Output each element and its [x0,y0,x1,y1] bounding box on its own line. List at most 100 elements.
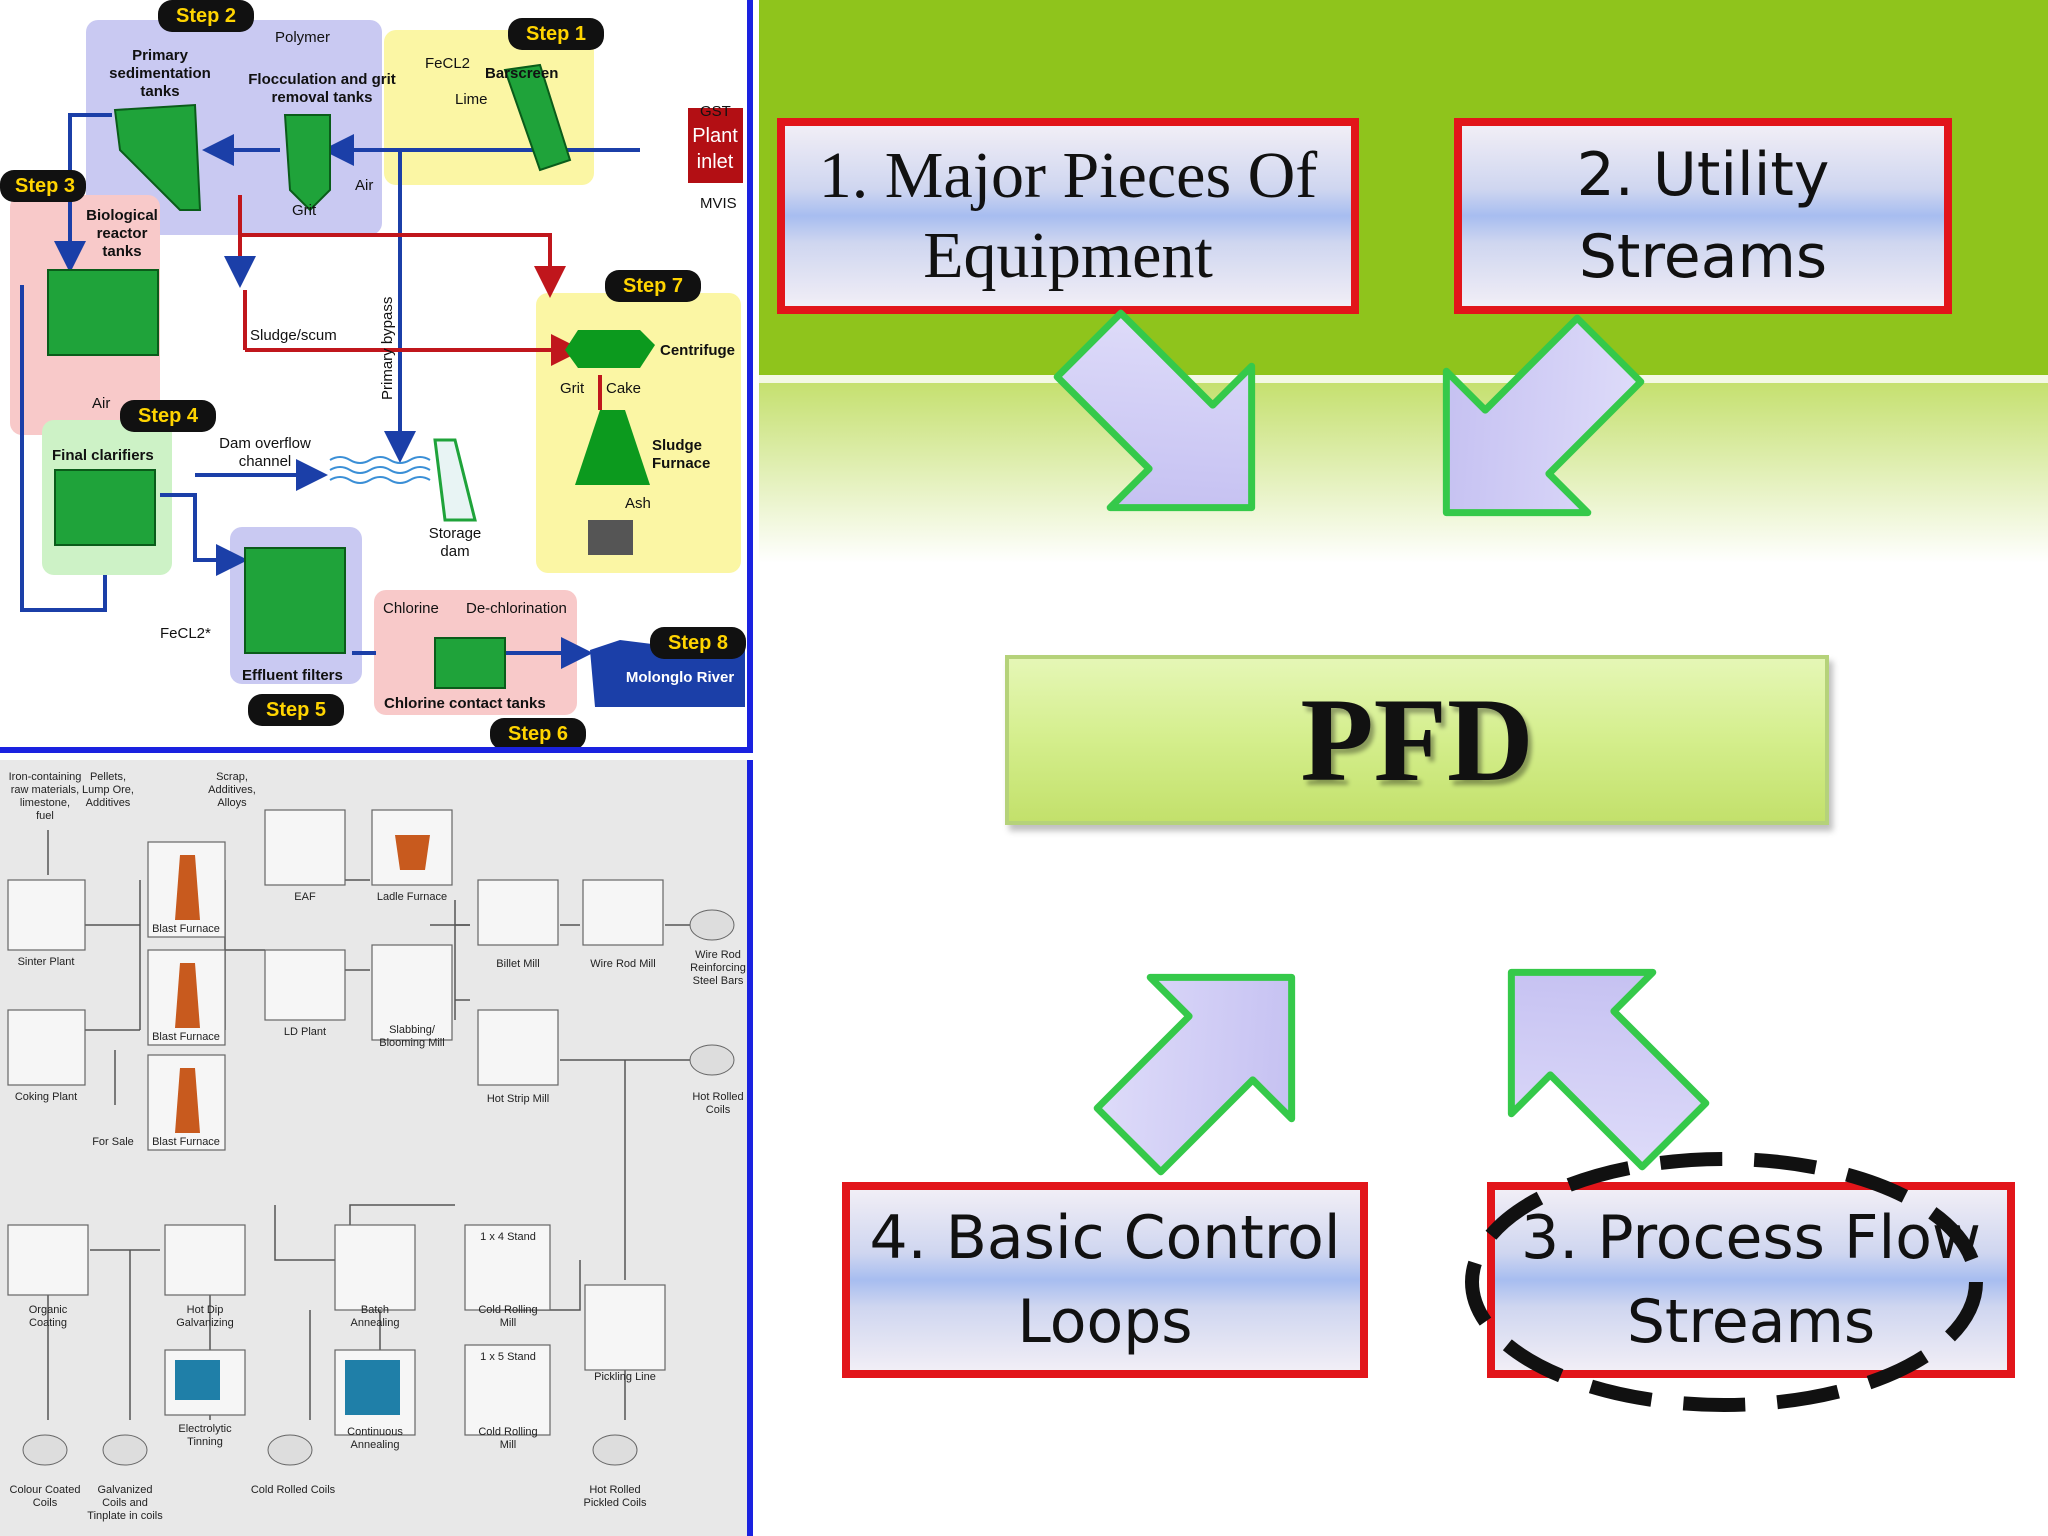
crm2-label-2: Mill [500,1439,517,1451]
sludge-furnace-label-1: Sludge [652,437,702,454]
control-loops-box: 4. Basic Control Loops [842,1182,1368,1378]
fecl2-label: FeCL2 [425,55,470,72]
coking-label: Coking Plant [15,1091,77,1103]
bio-label-3: tanks [102,243,141,260]
arrow-down-left-icon [1442,314,1645,517]
ld-plant-box [264,949,346,1021]
bio-reactor [47,269,159,356]
step5-label: Step 5 [266,699,326,721]
storage-dam-label-2: dam [440,543,469,560]
step2-label: Step 2 [176,5,236,27]
control-loops-line2: Loops [1017,1287,1193,1357]
wirerod-out-2: Reinforcing [690,962,746,974]
hrc-label-1: Hot Rolled [692,1091,743,1103]
batch-label-2: Annealing [351,1317,400,1329]
electro-label-1: Electrolytic [178,1423,232,1435]
pfd-slide: 1. Major Pieces Of Equipment 2. Utility … [759,0,2048,1536]
steel-plant-flow-diagram: Iron-containing raw materials, limestone… [0,760,753,1536]
fecl2-star-label: FeCL2* [160,625,211,642]
organic-label-2: Coating [29,1317,67,1329]
floc-label-1: Flocculation and grit [248,71,396,88]
dam-overflow-label-1: Dam overflow [219,435,311,452]
hot-dip-box [164,1224,246,1296]
step4-label: Step 4 [138,405,199,427]
input2-line2: Lump Ore, [82,784,134,796]
chlorine-tank [434,637,506,689]
step1-label: Step 1 [526,23,586,45]
for-sale-label: For Sale [92,1136,134,1148]
step3-label: Step 3 [15,175,75,197]
step8-label: Step 8 [668,632,728,654]
input1-line4: fuel [36,810,54,822]
primary-sed-label-2: sedimentation [109,65,211,82]
stand5-label: 1 x 5 Stand [480,1351,536,1363]
storage-dam [433,438,477,522]
crm1-label-1: Cold Rolling [478,1304,537,1316]
dechlorination-label: De-chlorination [466,600,567,617]
input3-line1: Scrap, [216,771,248,783]
highlight-dashed-ellipse [1465,1152,1983,1412]
polymer-label: Polymer [275,29,330,46]
input1-line2: raw materials, [11,784,79,796]
wastewater-treatment-diagram: Step 2 Step 1 Step 3 Step 4 Step 7 Step … [0,0,753,753]
final-clarifiers-label: Final clarifiers [52,447,154,464]
slide-band-divider [759,375,2048,383]
plant-inlet-box [688,108,743,183]
hotdip-label-2: Galvanizing [176,1317,233,1329]
effluent-filters-label: Effluent filters [242,667,343,684]
wastewater-svg: Step 2 Step 1 Step 3 Step 4 Step 7 Step … [0,0,746,747]
hrpc-label-2: Pickled Coils [584,1497,647,1509]
floc-label-2: removal tanks [272,89,373,106]
process-flow-line2: Streams [1626,1287,1876,1357]
control-loops-line1: 4. Basic Control [869,1203,1341,1273]
final-clarifier [54,469,156,546]
effluent-filter [244,547,346,654]
centrifuge [565,330,655,368]
utility-streams-box: 2. Utility Streams [1454,118,1952,314]
organic-label-1: Organic [29,1304,68,1316]
cake-label: Cake [606,380,641,397]
slide-overlay-svg [1053,309,1983,1412]
major-equipment-line2: Equipment [923,219,1213,292]
utility-streams-line2: Streams [1578,222,1828,292]
batch-annealing-box [334,1224,416,1311]
pickling-label: Pickling Line [594,1371,656,1383]
galv-label-1: Galvanized [97,1484,152,1496]
billet-label: Billet Mill [496,958,539,970]
crm2-label-1: Cold Rolling [478,1426,537,1438]
pickling-line-box [584,1284,666,1371]
stand4-label: 1 x 4 Stand [480,1231,536,1243]
cont-label-2: Annealing [351,1439,400,1451]
slabbing-label-1: Slabbing/ [389,1024,436,1036]
ladle-label: Ladle Furnace [377,891,447,903]
slabbing-label-2: Blooming Mill [379,1037,444,1049]
primary-bypass-label: Primary bypass [379,297,396,400]
pfd-center-box: PFD [1005,655,1829,825]
plant-inlet-label-2: inlet [697,151,734,173]
air-label-1: Air [355,177,373,194]
input2-line3: Additives [86,797,131,809]
chlorine-contact-label: Chlorine contact tanks [384,695,546,712]
floc-tank [283,114,331,212]
barscreen [503,63,572,172]
ccc-label-2: Coils [33,1497,58,1509]
galv-label-3: Tinplate in coils [87,1510,163,1522]
bf2-label: Blast Furnace [152,1031,220,1043]
slabbing-mill-box [371,944,453,1041]
sludge-furnace-label-2: Furnace [652,455,710,472]
primary-sed-tank [113,103,202,211]
sludge-scum-label: Sludge/scum [250,327,337,344]
crc-label: Cold Rolled Coils [251,1484,336,1496]
pfd-title: PFD [1300,673,1534,806]
cold-rolling-2-box [464,1344,551,1436]
plant-inlet-label-1: Plant [692,125,738,147]
hrc-label-2: Coils [706,1104,731,1116]
gst-label: GST [700,103,731,120]
grit-label-2: Grit [560,380,585,397]
wirerod-out-3: Steel Bars [693,975,744,987]
input1-line3: limestone, [20,797,70,809]
sludge-furnace [575,410,650,485]
sinter-label: Sinter Plant [18,956,75,968]
process-flow-box: 3. Process Flow Streams [1487,1182,2015,1378]
utility-streams-line1: 2. Utility [1576,140,1830,210]
